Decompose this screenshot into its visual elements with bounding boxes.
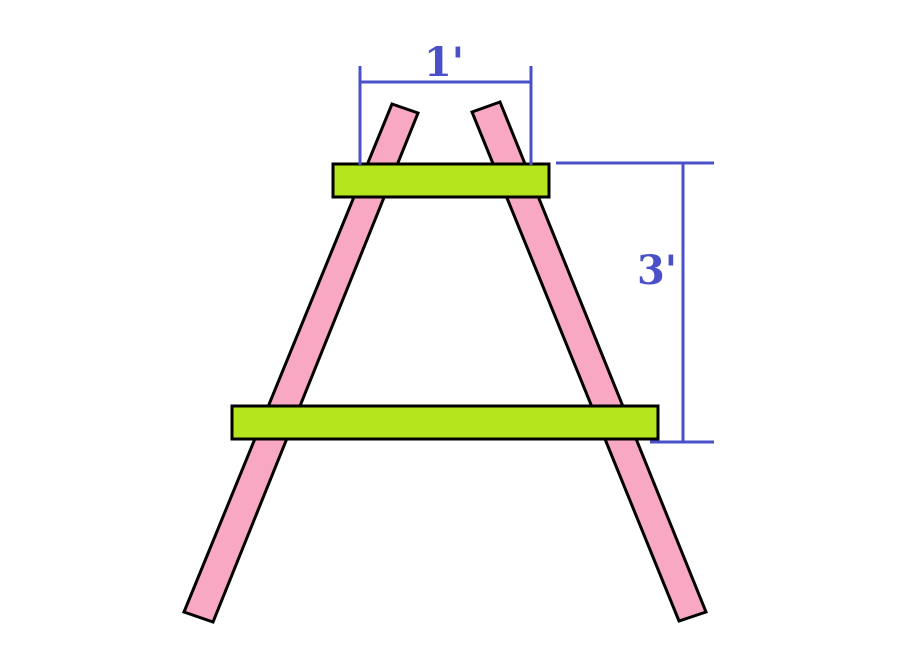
left-leg (182, 102, 420, 624)
top-width-label: 1' (424, 39, 464, 86)
top-width-dimension (358, 66, 533, 165)
rung-spacing-label: 3' (637, 247, 677, 294)
rung-spacing-dimension (556, 161, 714, 444)
right-leg (470, 100, 708, 623)
top-rung (331, 162, 551, 199)
bottom-rung (230, 404, 660, 441)
